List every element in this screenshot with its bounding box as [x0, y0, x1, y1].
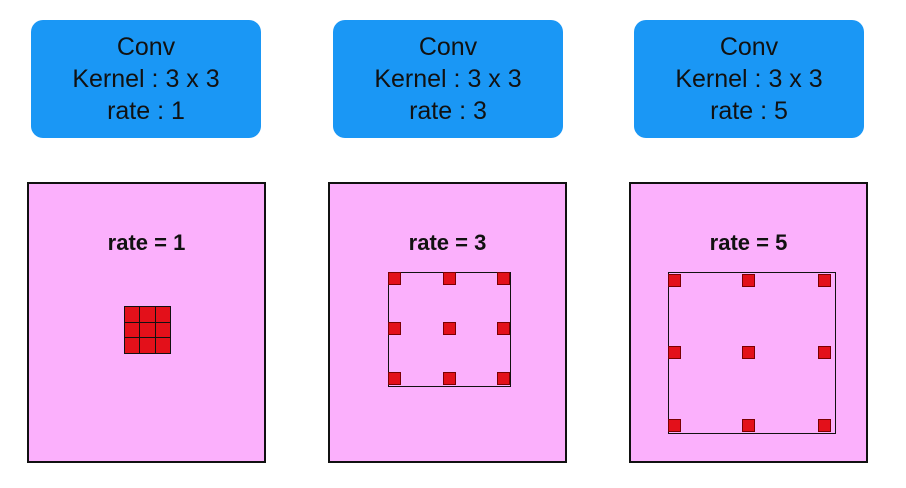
- kernel-cell: [155, 322, 170, 338]
- kernel-cell: [125, 322, 140, 338]
- kernel-sample: [388, 272, 401, 285]
- dilation-panel-rate-5: rate = 5: [629, 182, 868, 463]
- conv-title: Conv: [719, 33, 779, 61]
- conv-kernel: Kernel : 3 x 3: [72, 65, 220, 93]
- kernel-sample: [388, 322, 401, 335]
- conv-rate: rate : 5: [710, 97, 788, 125]
- kernel-sample: [818, 346, 831, 359]
- conv-title: Conv: [418, 33, 478, 61]
- panel-label: rate = 3: [408, 230, 487, 255]
- kernel-cell: [140, 322, 155, 338]
- conv-box-rate-3: Conv Kernel : 3 x 3 rate : 3: [333, 20, 563, 138]
- kernel-cell: [140, 338, 155, 353]
- kernel-cell: [140, 307, 155, 322]
- conv-box-rate-1: Conv Kernel : 3 x 3 rate : 1: [31, 20, 261, 138]
- kernel-sample: [497, 272, 510, 285]
- kernel-sample: [443, 372, 456, 385]
- dilation-panel-rate-3: rate = 3: [328, 182, 567, 463]
- kernel-sample: [818, 419, 831, 432]
- kernel-sample: [388, 372, 401, 385]
- kernel-sample: [443, 322, 456, 335]
- conv-kernel: Kernel : 3 x 3: [374, 65, 522, 93]
- kernel-sample: [443, 272, 456, 285]
- kernel-cell: [125, 307, 140, 322]
- kernel-cell: [125, 338, 140, 353]
- dense-kernel-grid: [124, 306, 171, 354]
- kernel-sample: [668, 419, 681, 432]
- kernel-sample: [742, 419, 755, 432]
- conv-kernel: Kernel : 3 x 3: [675, 65, 823, 93]
- kernel-sample: [668, 274, 681, 287]
- kernel-sample: [742, 346, 755, 359]
- conv-rate: rate : 3: [409, 97, 487, 125]
- kernel-sample: [668, 346, 681, 359]
- kernel-sample: [497, 372, 510, 385]
- kernel-cell: [155, 338, 170, 353]
- kernel-cell: [155, 307, 170, 322]
- dilation-panel-rate-1: rate = 1: [27, 182, 266, 463]
- conv-box-rate-5: Conv Kernel : 3 x 3 rate : 5: [634, 20, 864, 138]
- kernel-sample: [742, 274, 755, 287]
- conv-title: Conv: [116, 33, 176, 61]
- panel-label: rate = 5: [709, 230, 788, 255]
- kernel-sample: [818, 274, 831, 287]
- kernel-sample: [497, 322, 510, 335]
- conv-rate: rate : 1: [107, 97, 185, 125]
- panel-label: rate = 1: [107, 230, 186, 255]
